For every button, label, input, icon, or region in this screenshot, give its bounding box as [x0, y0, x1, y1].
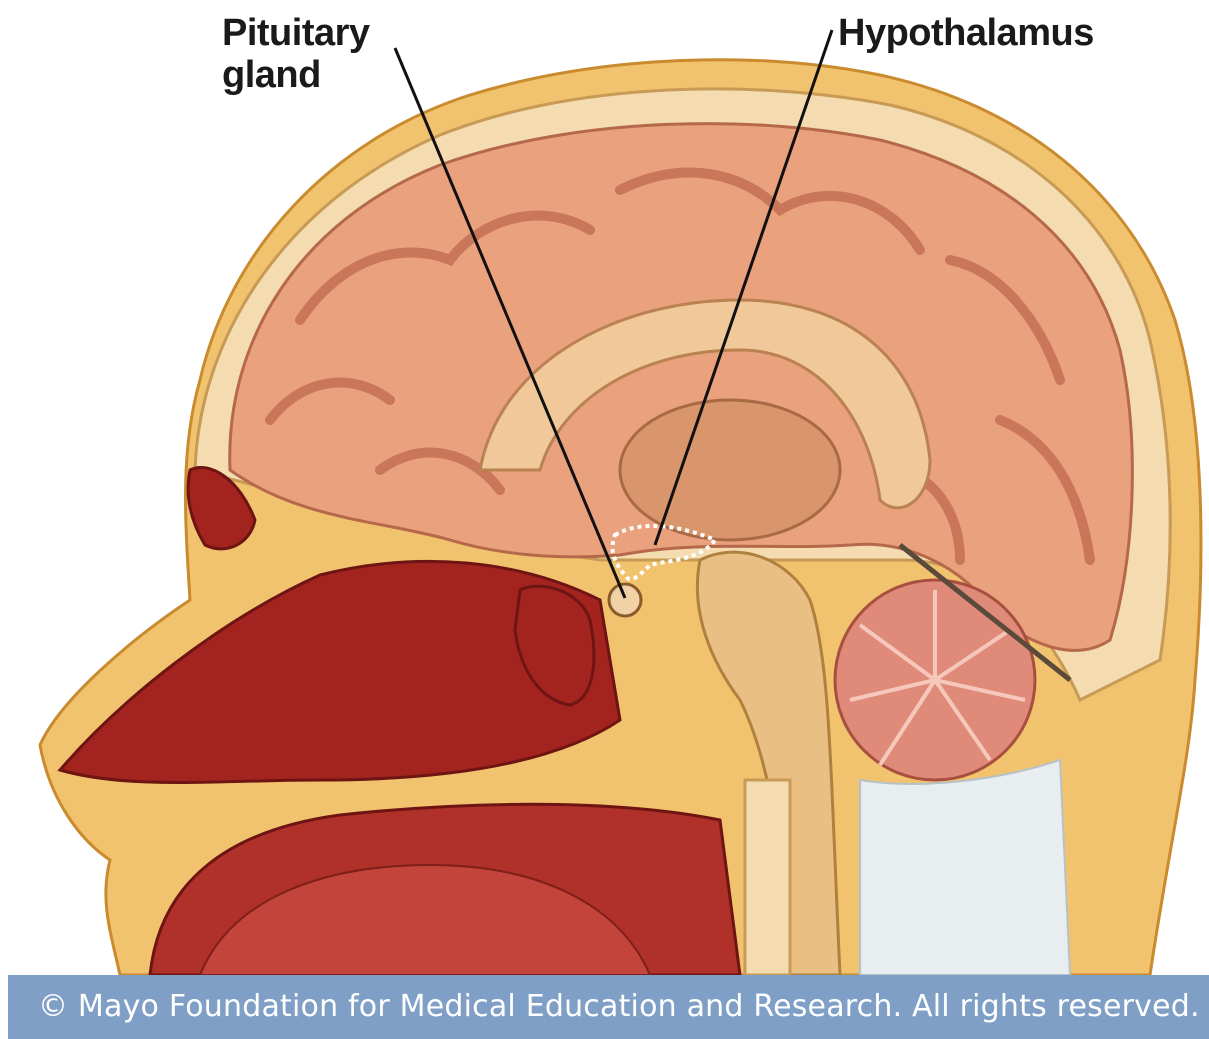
- pituitary-label-line1: Pituitary: [222, 12, 370, 54]
- thalamus: [620, 400, 840, 540]
- pituitary-gland-label: Pituitary gland: [222, 12, 370, 96]
- neck-tissue: [860, 760, 1070, 975]
- pituitary-gland: [609, 584, 641, 616]
- cervical-spine: [745, 780, 790, 975]
- hypothalamus-label: Hypothalamus: [838, 12, 1094, 54]
- copyright-bar: © Mayo Foundation for Medical Education …: [8, 975, 1209, 1039]
- pituitary-label-line2: gland: [222, 54, 370, 96]
- copyright-text: © Mayo Foundation for Medical Education …: [38, 989, 1200, 1024]
